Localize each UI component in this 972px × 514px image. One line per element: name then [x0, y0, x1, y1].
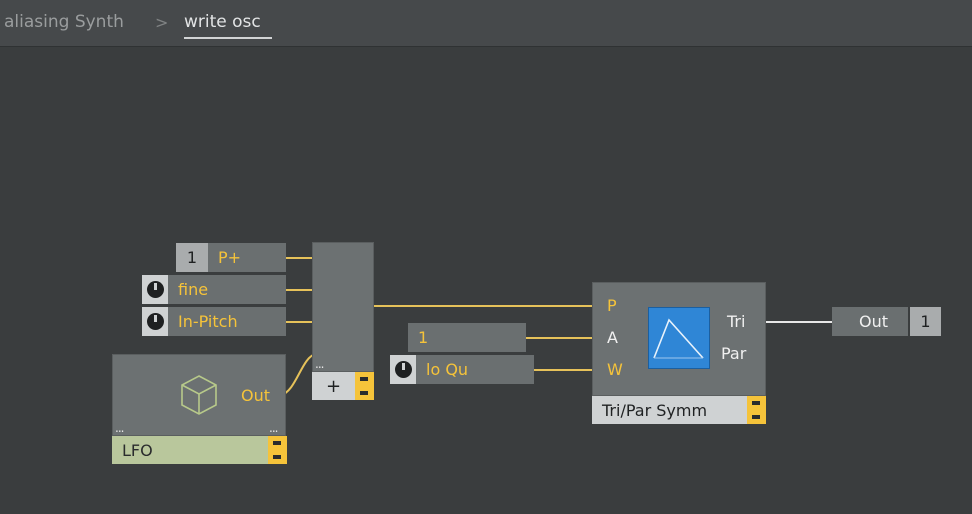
- pitch-offset-label[interactable]: P+: [208, 243, 286, 272]
- osc-output-tri-label: Tri: [727, 312, 746, 331]
- lo-qu-label[interactable]: lo Qu: [416, 355, 534, 384]
- add-label[interactable]: +: [312, 372, 355, 400]
- fine-label[interactable]: fine: [168, 275, 286, 304]
- amplitude-value[interactable]: 1: [408, 323, 526, 352]
- osc-output-par-label: Par: [721, 344, 747, 363]
- lfo-dots-right: ...: [269, 421, 279, 435]
- osc-input-a-label: A: [607, 328, 618, 347]
- lfo-name[interactable]: LFO: [112, 436, 268, 464]
- lo-qu-knob-cell[interactable]: [390, 355, 416, 384]
- breadcrumb-bar: aliasing Synth > write osc: [0, 0, 972, 47]
- breadcrumb-parent[interactable]: aliasing Synth: [4, 12, 124, 32]
- triangle-wave-icon: [648, 307, 710, 369]
- lfo-dots-left: ...: [115, 421, 125, 435]
- lfo-out-label: Out: [241, 386, 271, 405]
- add-module[interactable]: ...: [312, 242, 374, 372]
- pitch-offset-value[interactable]: 1: [176, 243, 208, 272]
- osc-input-p-label: P: [607, 296, 617, 315]
- breadcrumb-separator-icon: >: [155, 13, 169, 32]
- cube-icon: [181, 375, 217, 415]
- lfo-module[interactable]: Out ... ...: [112, 354, 286, 436]
- in-pitch-knob-cell[interactable]: [142, 307, 168, 336]
- tri-par-oscillator-module[interactable]: P A W Tri Par: [592, 282, 766, 396]
- knob-icon[interactable]: [146, 281, 164, 298]
- breadcrumb-current[interactable]: write osc: [184, 12, 261, 32]
- lfo-grip-icon[interactable]: [268, 436, 287, 464]
- fine-knob-cell[interactable]: [142, 275, 168, 304]
- breadcrumb-underline: [184, 37, 272, 39]
- out-channel[interactable]: 1: [910, 307, 941, 336]
- add-dots: ...: [315, 357, 325, 371]
- in-pitch-label[interactable]: In-Pitch: [168, 307, 286, 336]
- out-label[interactable]: Out: [832, 307, 908, 336]
- knob-icon[interactable]: [146, 313, 164, 330]
- knob-icon[interactable]: [394, 361, 412, 378]
- oscillator-grip-icon[interactable]: [747, 396, 766, 424]
- osc-input-w-label: W: [607, 360, 623, 379]
- wire-lfo-out: [280, 353, 317, 396]
- add-grip-icon[interactable]: [355, 372, 374, 400]
- oscillator-name[interactable]: Tri/Par Symm: [592, 396, 747, 424]
